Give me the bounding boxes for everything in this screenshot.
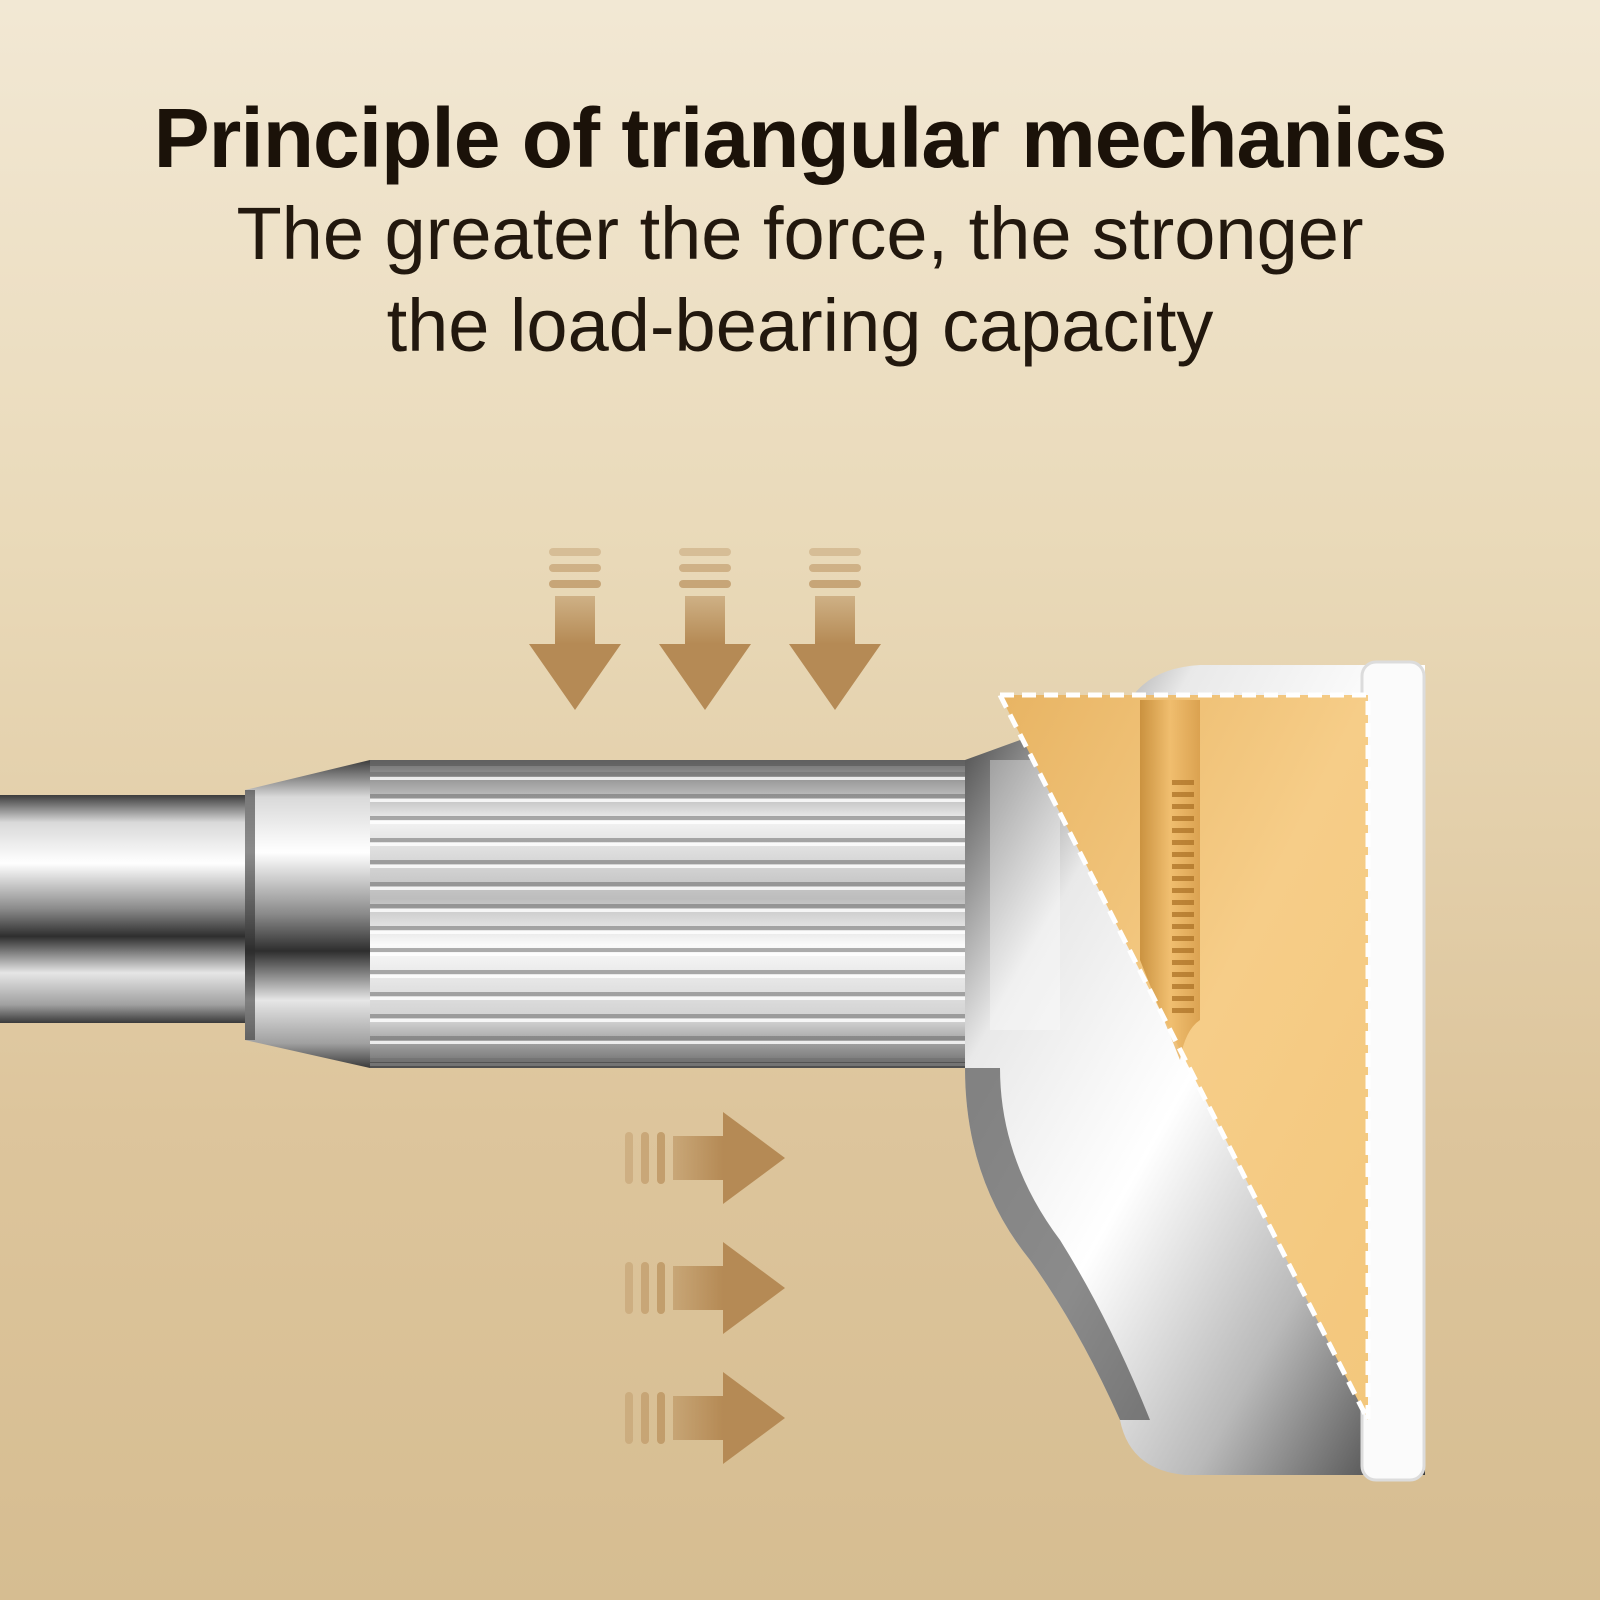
grip-rib-highlight xyxy=(370,909,985,912)
wedge-tooth xyxy=(1172,912,1194,917)
grip-ribs xyxy=(370,772,985,1066)
downward-arrows xyxy=(529,548,881,710)
ribbed-grip xyxy=(370,760,985,1068)
wedge-tooth xyxy=(1172,888,1194,893)
down-arrow-icon xyxy=(789,548,881,710)
wedge-tooth xyxy=(1172,780,1194,785)
grip-rib-line xyxy=(370,970,985,974)
headline: Principle of triangular mechanics The gr… xyxy=(0,88,1600,372)
rod-collar xyxy=(245,760,370,1068)
wedge-tooth xyxy=(1172,996,1194,1001)
wedge-tooth xyxy=(1172,936,1194,941)
wedge-tooth xyxy=(1172,876,1194,881)
grip-rib-line xyxy=(370,948,985,952)
grip-rib-line xyxy=(370,926,985,930)
wedge-tooth xyxy=(1172,960,1194,965)
wedge-tooth xyxy=(1172,1008,1194,1013)
rightward-arrows xyxy=(625,1112,785,1464)
wedge-tooth xyxy=(1172,972,1194,977)
grip-rib-line xyxy=(370,1014,985,1018)
right-arrow-icon xyxy=(625,1112,785,1204)
grip-rib-line xyxy=(370,860,985,864)
wedge-tooth xyxy=(1172,816,1194,821)
grip-rib-highlight xyxy=(370,931,985,934)
grip-rib-line xyxy=(370,904,985,908)
grip-rib-highlight xyxy=(370,887,985,890)
triangle-wedge xyxy=(997,692,1371,1422)
wedge-tooth xyxy=(1172,804,1194,809)
page-title: Principle of triangular mechanics xyxy=(153,91,1448,185)
right-arrow-icon xyxy=(625,1242,785,1334)
grip-rib-line xyxy=(370,1058,985,1062)
down-arrow-icon xyxy=(529,548,621,710)
grip-rib-line xyxy=(370,772,985,776)
wedge-tooth xyxy=(1172,828,1194,833)
right-arrow-icon xyxy=(625,1372,785,1464)
wedge-tooth xyxy=(1172,984,1194,989)
subtitle-line-1: The greater the force, the stronger xyxy=(236,192,1364,275)
grip-rib-highlight xyxy=(370,865,985,868)
grip-rib-highlight xyxy=(370,1019,985,1022)
grip-rib-line xyxy=(370,992,985,996)
grip-rib-line xyxy=(370,816,985,820)
wedge-inner-teeth xyxy=(1172,780,1194,1013)
grip-rib-highlight xyxy=(370,777,985,780)
grip-rib-highlight xyxy=(370,821,985,824)
grip-rib-line xyxy=(370,794,985,798)
wedge-tooth xyxy=(1172,792,1194,797)
grip-rib-highlight xyxy=(370,997,985,1000)
grip-rib-highlight xyxy=(370,953,985,956)
grip-rib-line xyxy=(370,882,985,886)
grip-rib-highlight xyxy=(370,843,985,846)
wedge-tooth xyxy=(1172,840,1194,845)
grip-rib-line xyxy=(370,838,985,842)
grip-rib-highlight xyxy=(370,975,985,978)
wedge-tooth xyxy=(1172,924,1194,929)
wedge-tooth xyxy=(1172,852,1194,857)
rod-tube xyxy=(0,795,260,1023)
subtitle-line-2: the load-bearing capacity xyxy=(386,284,1214,367)
wedge-tooth xyxy=(1172,864,1194,869)
wedge-tooth xyxy=(1172,948,1194,953)
grip-rib-line xyxy=(370,1036,985,1040)
wedge-tooth xyxy=(1172,900,1194,905)
grip-rib-highlight xyxy=(370,1041,985,1044)
down-arrow-icon xyxy=(659,548,751,710)
grip-rib-highlight xyxy=(370,799,985,802)
